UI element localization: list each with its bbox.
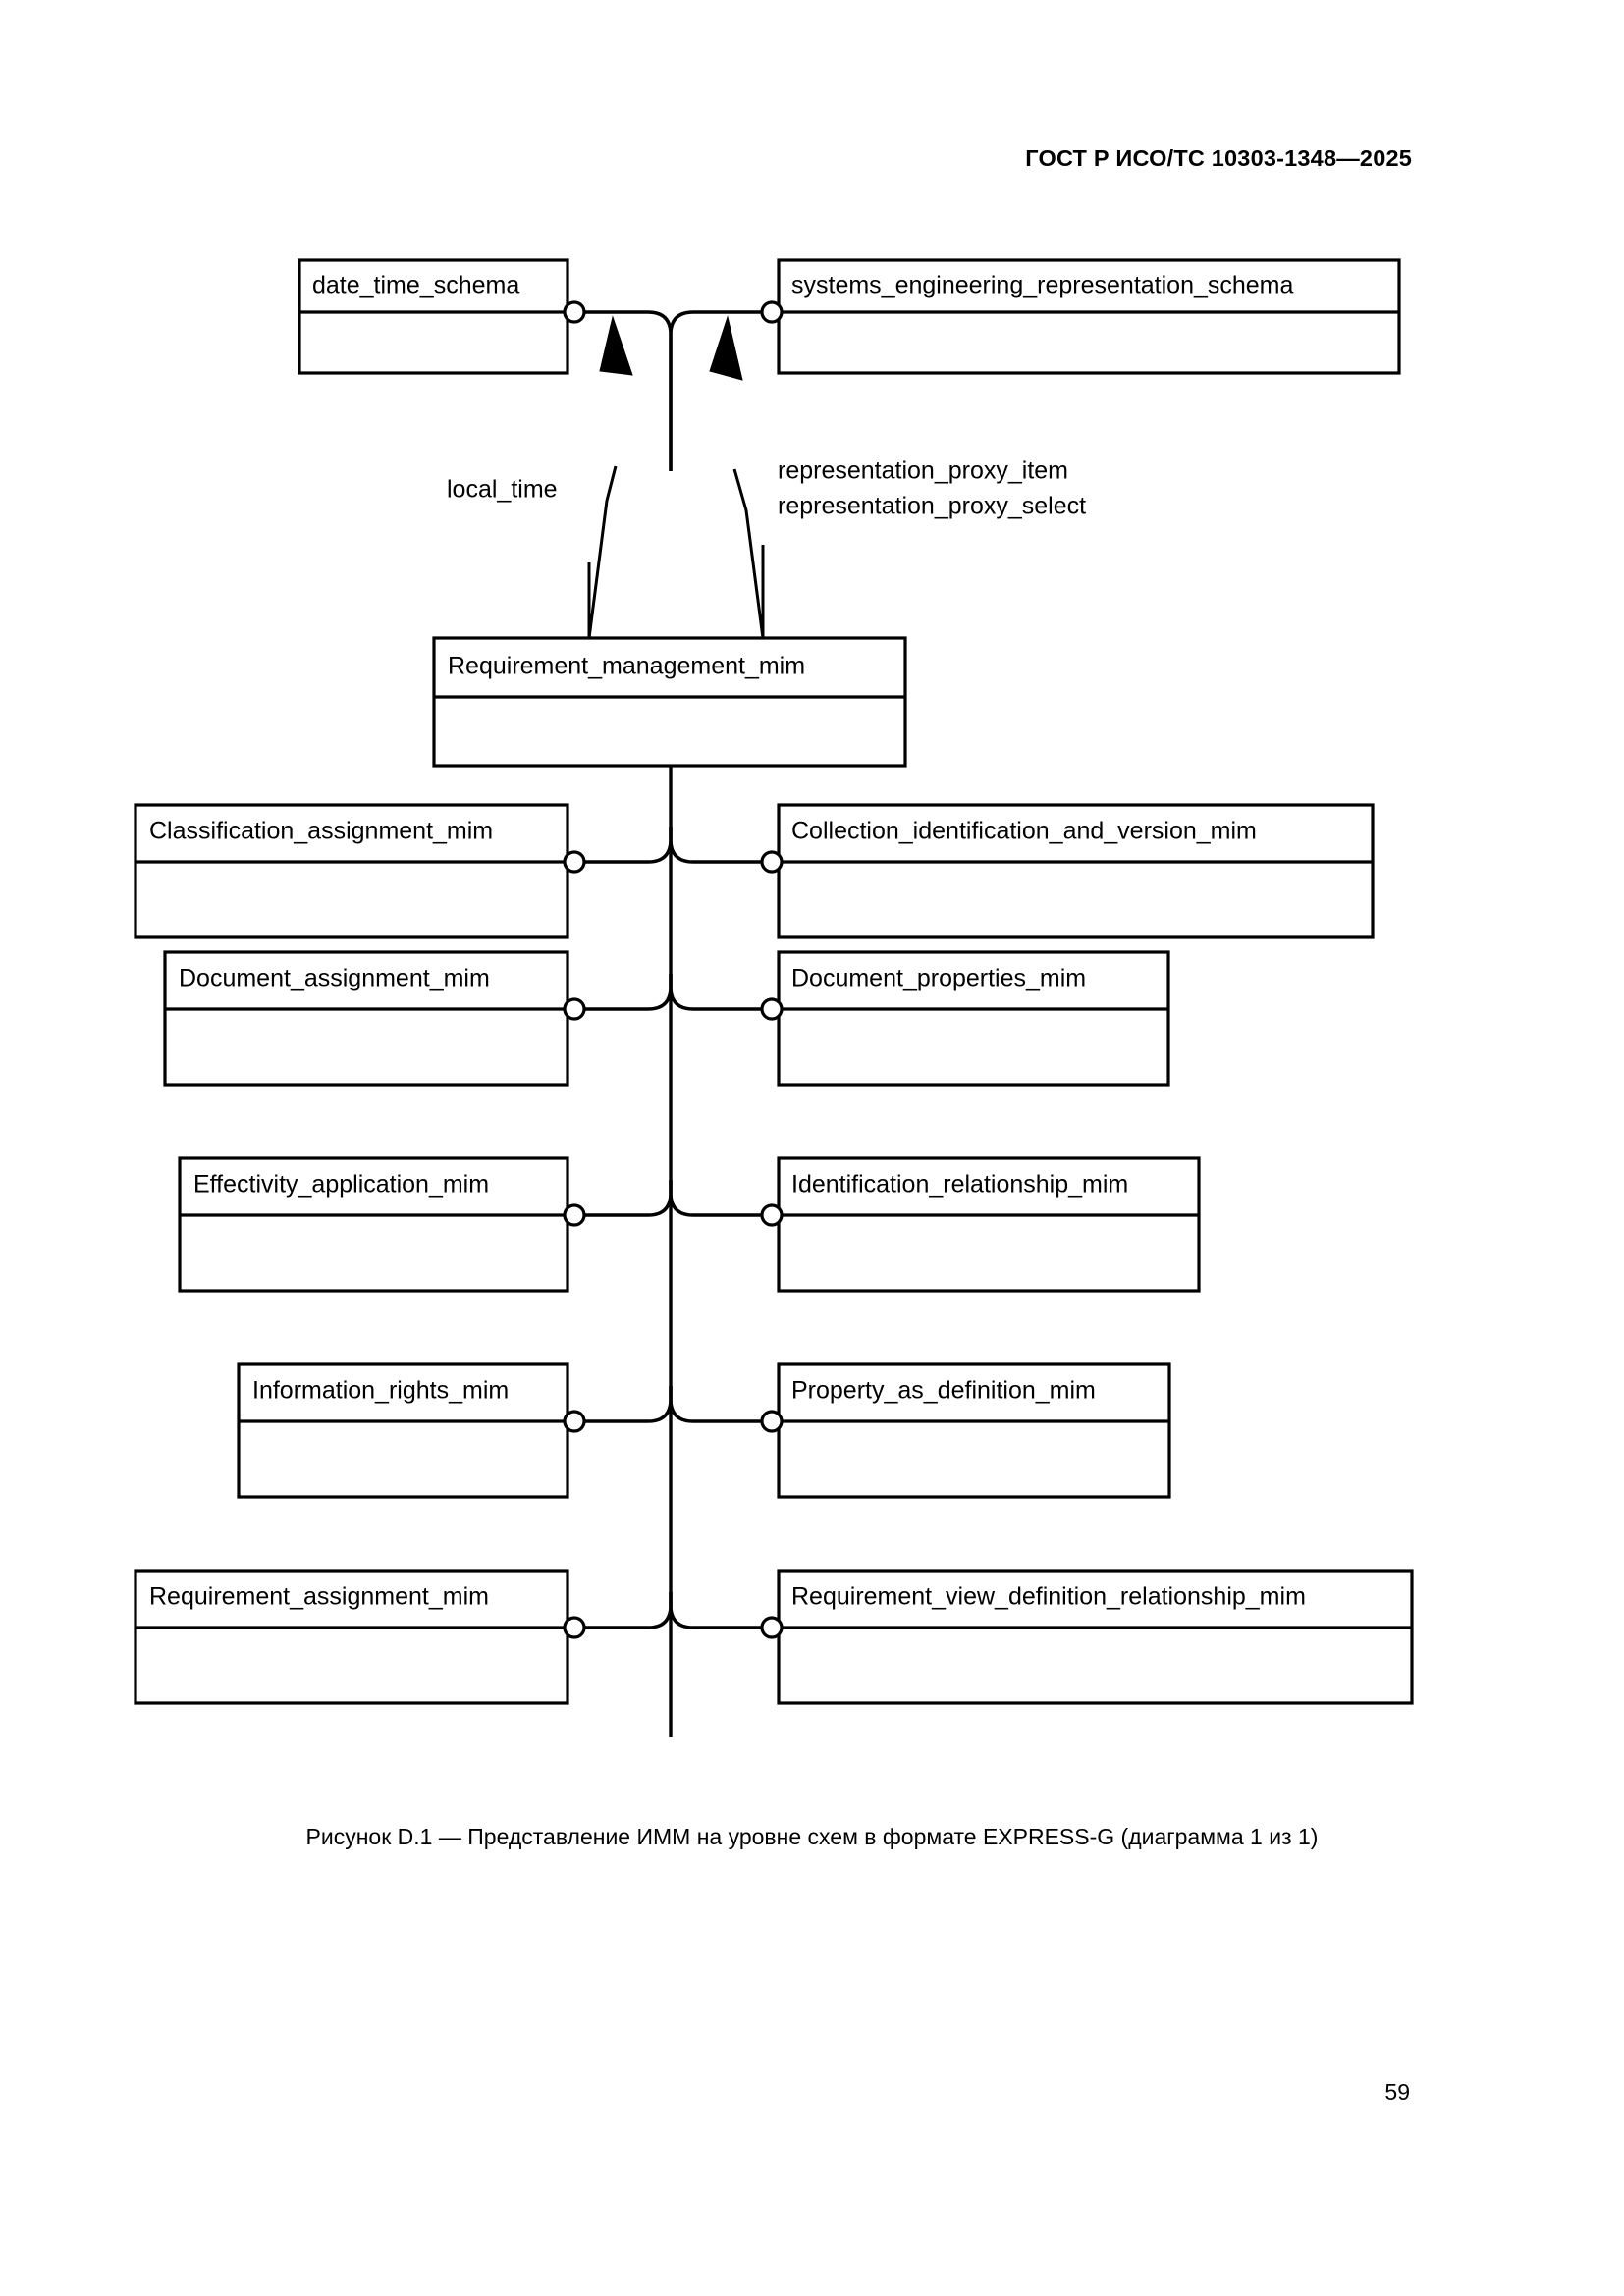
edge-information-rights-mim: [584, 1386, 673, 1423]
schema-box-label: Requirement_management_mim: [448, 653, 805, 680]
connector-circle-collection-identification-and-version-mim: [760, 850, 784, 874]
edge-requirement-assignment-mim: [584, 1592, 673, 1629]
connector-circle-document-assignment-mim: [563, 997, 586, 1021]
schema-box-collection-identification-and-version-mim: Collection_identification_and_version_mi…: [777, 803, 1375, 939]
schema-box-identification-relationship-mim: Identification_relationship_mim: [777, 1156, 1201, 1293]
schema-box-label: Property_as_definition_mim: [791, 1377, 1096, 1405]
edge-representation-proxy: [732, 468, 765, 639]
edge-document-properties-mim: [669, 974, 762, 1011]
connector-circle-systems-engineering-schema: [760, 300, 784, 324]
schema-box-label: Requirement_assignment_mim: [149, 1583, 489, 1611]
connector-circle-property-as-definition-mim: [760, 1410, 784, 1433]
schema-box-requirement-view-definition-relationship-mim: Requirement_view_definition_relationship…: [777, 1569, 1414, 1705]
schema-box-document-assignment-mim: Document_assignment_mim: [163, 950, 569, 1087]
connector-circle-document-properties-mim: [760, 997, 784, 1021]
schema-box-classification-assignment-mim: Classification_assignment_mim: [134, 803, 569, 939]
schema-box-document-properties-mim: Document_properties_mim: [777, 950, 1170, 1087]
connector-circle-date-time-schema: [563, 300, 586, 324]
schema-box-label: Classification_assignment_mim: [149, 818, 493, 845]
edge-document-assignment-mim: [584, 974, 673, 1011]
edge-spine-right-top: [669, 310, 762, 471]
edge-property-as-definition-mim: [669, 1386, 762, 1423]
connector-circle-requirement-assignment-mim: [563, 1616, 586, 1639]
schema-box-label: Document_assignment_mim: [179, 965, 490, 992]
connector-circle-information-rights-mim: [563, 1410, 586, 1433]
schema-box-label: Requirement_view_definition_relationship…: [791, 1583, 1306, 1611]
arrowhead-local-time: [599, 315, 633, 376]
edge-requirement-view-definition-relationship-mim: [669, 1592, 762, 1629]
figure-express-g-diagram: date_time_schema systems_engineering_rep…: [0, 226, 1624, 1796]
schema-box-information-rights-mim: Information_rights_mim: [237, 1362, 569, 1499]
schema-box-date-time-schema: date_time_schema: [298, 258, 569, 375]
connector-circle-identification-relationship-mim: [760, 1203, 784, 1227]
schema-box-label: Information_rights_mim: [252, 1377, 509, 1405]
schema-box-property-as-definition-mim: Property_as_definition_mim: [777, 1362, 1171, 1499]
connector-circle-effectivity-application-mim: [563, 1203, 586, 1227]
schema-box-label: Effectivity_application_mim: [193, 1171, 489, 1199]
figure-caption: Рисунок D.1 — Представление ИММ на уровн…: [305, 1824, 1319, 1849]
page-header: ГОСТ Р ИСО/ТС 10303-1348—2025: [1025, 145, 1412, 171]
schema-box-systems-engineering-representation-schema: systems_engineering_representation_schem…: [777, 258, 1401, 375]
schema-box-label: Identification_relationship_mim: [791, 1171, 1128, 1199]
schema-box-effectivity-application-mim: Effectivity_application_mim: [178, 1156, 569, 1293]
edge-label-local-time: local_time: [447, 476, 558, 504]
arrowhead-representation-proxy: [709, 315, 743, 381]
edge-spine-left-top: [584, 310, 673, 471]
schema-box-requirement-assignment-mim: Requirement_assignment_mim: [134, 1569, 569, 1705]
edge-classification-assignment-mim: [584, 827, 673, 864]
edge-identification-relationship-mim: [669, 1180, 762, 1217]
connector-circle-requirement-view-definition-relationship-mim: [760, 1616, 784, 1639]
connector-circle-classification-assignment-mim: [563, 850, 586, 874]
schema-box-requirement-management-mim: Requirement_management_mim: [432, 636, 907, 768]
schema-box-label: date_time_schema: [312, 272, 519, 299]
schema-box-label: systems_engineering_representation_schem…: [791, 272, 1294, 299]
edge-effectivity-application-mim: [584, 1180, 673, 1217]
schema-box-label: Document_properties_mim: [791, 965, 1086, 992]
edge-label-representation-proxy-select: representation_proxy_select: [778, 493, 1086, 520]
page-number: 59: [1384, 2079, 1410, 2105]
edge-local-time: [587, 465, 618, 639]
express-g-svg: date_time_schema systems_engineering_rep…: [134, 258, 1414, 1737]
edge-label-representation-proxy-item: representation_proxy_item: [778, 457, 1068, 485]
edge-collection-identification-and-version-mim: [669, 827, 762, 864]
schema-box-label: Collection_identification_and_version_mi…: [791, 818, 1257, 845]
